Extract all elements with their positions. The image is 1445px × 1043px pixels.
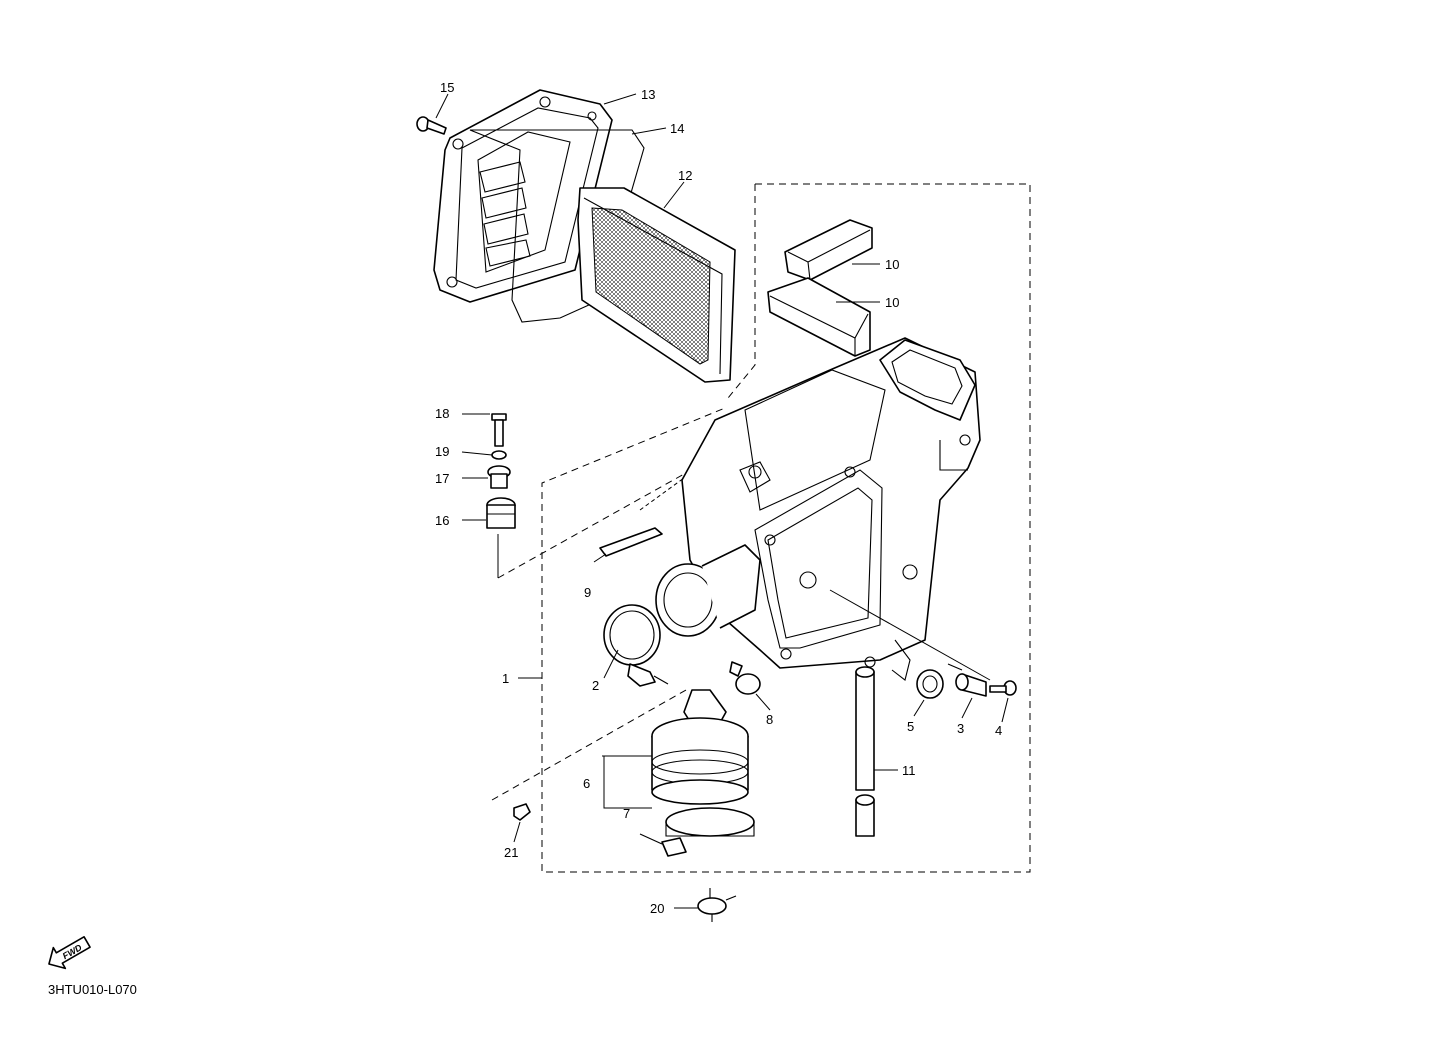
callout-7: 7 — [623, 806, 630, 821]
leader-3 — [961, 697, 973, 719]
fwd-arrow-icon: FWD — [48, 936, 91, 970]
callout-10b: 10 — [885, 295, 899, 310]
leader-4 — [1001, 697, 1009, 723]
breather-box — [651, 689, 749, 805]
callout-19: 19 — [435, 444, 449, 459]
leader-8 — [755, 693, 771, 711]
callout-4: 4 — [995, 723, 1002, 738]
intake-joint — [655, 544, 761, 637]
callout-10a: 10 — [885, 257, 899, 272]
washer-19 — [491, 450, 507, 460]
leader-plug-line — [829, 589, 991, 681]
diagram-code: 3HTU010-L070 — [48, 982, 137, 997]
callout-14: 14 — [670, 121, 684, 136]
grommet-5 — [916, 669, 944, 699]
plug-21 — [513, 803, 531, 821]
leader-12 — [663, 181, 685, 209]
drain-hose — [855, 666, 875, 837]
leader-2 — [603, 649, 619, 679]
leader-6 — [602, 755, 652, 809]
sponge-upper — [784, 219, 873, 281]
callout-9: 9 — [584, 585, 591, 600]
callout-5: 5 — [907, 719, 914, 734]
callout-17: 17 — [435, 471, 449, 486]
leader-15 — [435, 93, 449, 119]
screw-4 — [989, 680, 1017, 696]
dashed-leader-21 — [491, 689, 687, 801]
leader-14 — [631, 127, 667, 135]
leader-19 — [461, 451, 493, 456]
leader-13 — [603, 93, 637, 105]
callout-6: 6 — [583, 776, 590, 791]
callout-13: 13 — [641, 87, 655, 102]
callout-16: 16 — [435, 513, 449, 528]
leader-9 — [593, 553, 607, 563]
bolt-18 — [491, 413, 507, 447]
callout-1: 1 — [502, 671, 509, 686]
callout-8: 8 — [766, 712, 773, 727]
sealing-strip — [599, 527, 663, 557]
callout-18: 18 — [435, 406, 449, 421]
joint-clamp — [603, 604, 669, 687]
callout-15: 15 — [440, 80, 454, 95]
sponge-lower — [767, 277, 871, 357]
air-cleaner-case — [681, 337, 981, 681]
callout-11: 11 — [902, 763, 916, 778]
callout-12: 12 — [678, 168, 692, 183]
leader-21 — [513, 821, 521, 843]
breather-clamp — [639, 807, 755, 857]
collar-17 — [487, 465, 511, 489]
leader-5 — [913, 699, 925, 717]
assembly-boundary — [541, 183, 1031, 873]
callout-2: 2 — [592, 678, 599, 693]
callout-3: 3 — [957, 721, 964, 736]
callout-21: 21 — [504, 845, 518, 860]
damper-16 — [486, 497, 516, 529]
hose-clip-8 — [729, 661, 761, 695]
callout-20: 20 — [650, 901, 664, 916]
cover-gasket — [469, 129, 645, 323]
cover-screw — [416, 116, 447, 135]
air-cleaner-cover — [433, 89, 613, 303]
air-filter-element — [577, 187, 736, 383]
drain-plug-3 — [947, 663, 987, 697]
hose-clip-20 — [697, 888, 737, 922]
